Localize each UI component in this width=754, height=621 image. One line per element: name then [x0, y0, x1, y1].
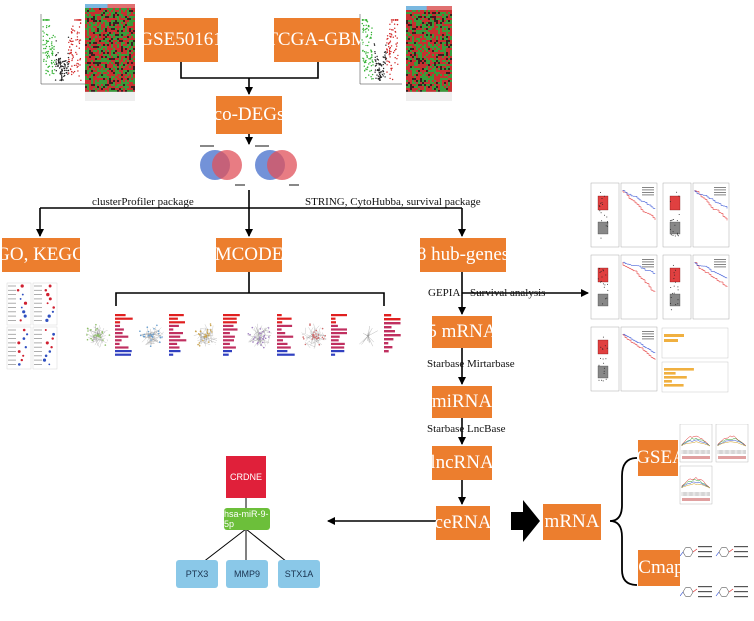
network-node-stx1a: STX1A: [278, 560, 320, 588]
gse-heatmap: [85, 4, 135, 102]
cmap-structures: [680, 542, 752, 618]
go-kegg-plots: [6, 282, 58, 372]
curly-brace: [609, 457, 638, 586]
network-node-mmp9: MMP9: [226, 560, 268, 588]
label-survival: Survival analysis: [470, 287, 546, 299]
node-cmap: Cmap: [638, 550, 684, 586]
node-go-kegg: GO, KEGG: [0, 238, 86, 272]
merge-line: [180, 62, 319, 79]
node-tcga-gbm: TCGA-GBM: [266, 18, 368, 62]
node-gse50161: GSE50161: [139, 18, 223, 62]
node-mrna: mRNA: [543, 504, 601, 540]
edge-mir-stx1a: [245, 528, 293, 567]
label-clusterprofiler: clusterProfiler package: [92, 196, 194, 208]
label-string: STRING, CytoHubba, survival package: [305, 196, 481, 208]
label-starbase-2: Starbase: [427, 423, 465, 435]
label-lncbase: LncBase: [467, 423, 506, 435]
network-node-crdne: CRDNE: [226, 456, 266, 498]
tcga-heatmap: [406, 6, 452, 102]
big-arrow: [511, 500, 540, 542]
node-mcode: MCODE: [215, 238, 283, 272]
node-gsea: GSEA: [636, 440, 686, 476]
node-lncrna: lncRNA: [430, 446, 494, 480]
label-mirtarbase: Mirtarbase: [467, 358, 515, 370]
edge-mir-ptx3: [197, 528, 247, 567]
node-5-mrna: 5 mRNA: [427, 316, 497, 348]
label-starbase-1: Starbase: [427, 358, 465, 370]
network-node-mir: hsa-miR-9-5p: [224, 508, 270, 530]
gsea-plots: [678, 424, 750, 510]
survival-panels: [590, 182, 730, 394]
mcode-modules: [84, 306, 404, 362]
node-hub-genes: 8 hub-genes: [417, 238, 509, 272]
venn-diagrams: [200, 145, 299, 186]
gse-volcano-plot: [37, 10, 87, 92]
mcode-bracket: [115, 292, 385, 306]
node-cerna: ceRNA: [435, 506, 492, 540]
network-node-ptx3: PTX3: [176, 560, 218, 588]
node-co-degs: co-DEGs: [214, 96, 284, 134]
label-gepia: GEPIA: [428, 287, 461, 299]
node-mirna: miRNA: [432, 386, 492, 418]
tcga-volcano-plot: [356, 10, 404, 92]
